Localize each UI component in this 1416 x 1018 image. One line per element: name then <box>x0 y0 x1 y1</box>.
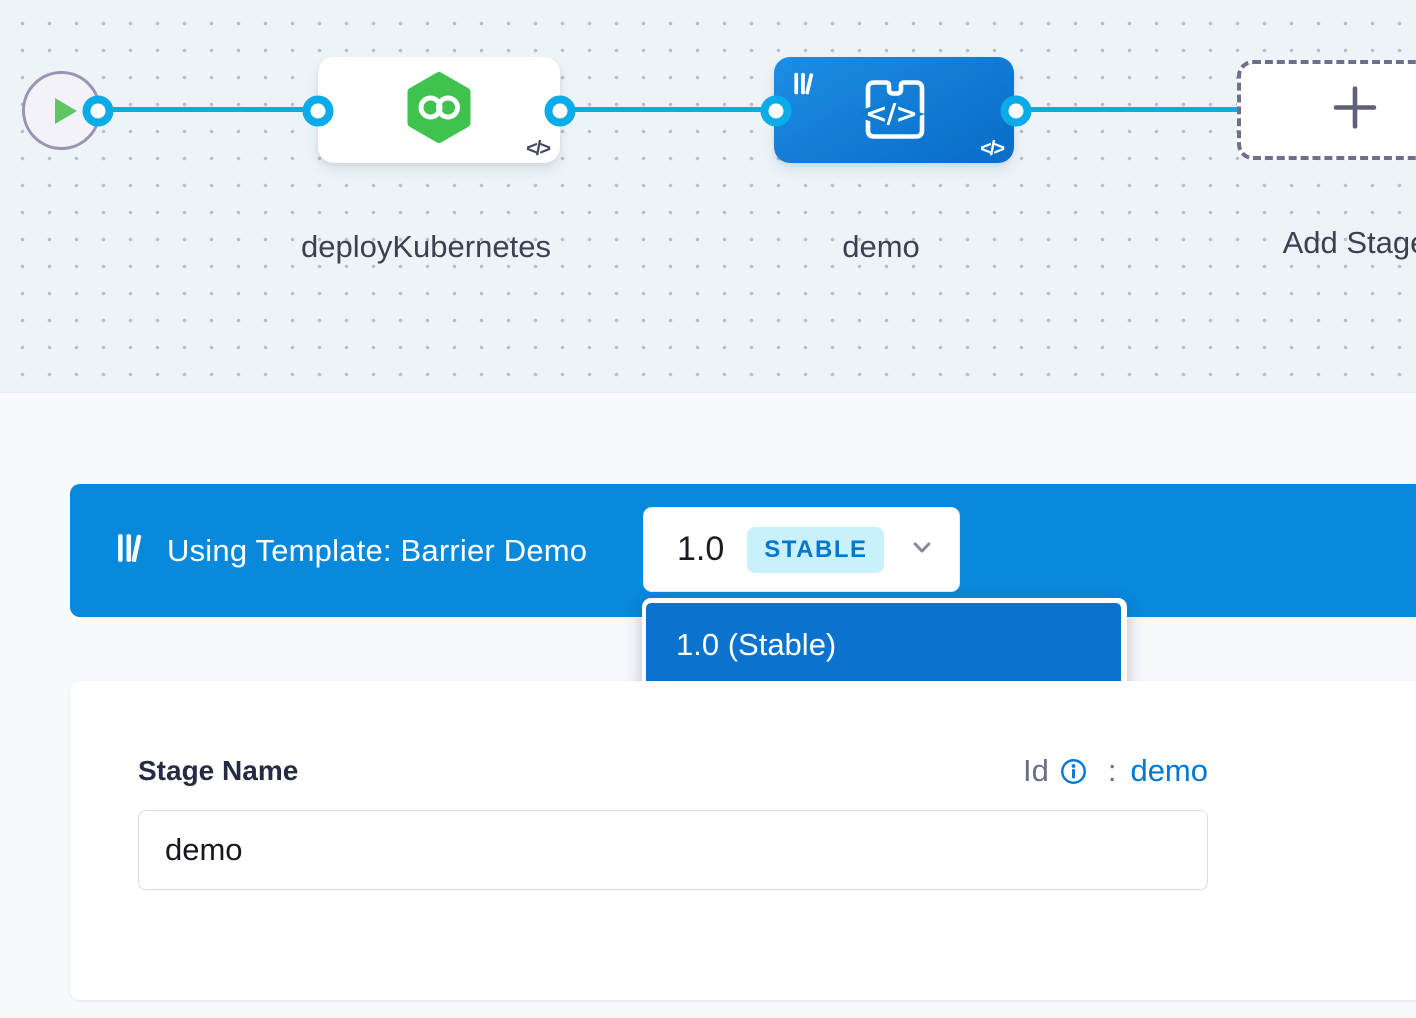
chevron-down-icon <box>907 532 937 567</box>
stage-label-add-stage: Add Stage <box>1282 225 1416 260</box>
harness-hexagon-infinity-icon <box>404 71 474 150</box>
link-line <box>1016 107 1240 112</box>
stage-name-input[interactable] <box>138 810 1208 890</box>
template-version-selector[interactable]: 1.0 STABLE <box>643 507 960 592</box>
pipeline-canvas[interactable]: </> </> </> <box>0 0 1416 393</box>
stage-label-demo: demo <box>842 229 920 264</box>
code-brackets-icon[interactable]: </> <box>526 138 551 160</box>
stage-id-row: Id : demo <box>1023 750 1208 792</box>
stage-id-value: demo <box>1130 753 1208 788</box>
stage-label-deploykubernetes: deployKubernetes <box>301 229 551 264</box>
node-connector[interactable] <box>82 95 114 126</box>
stage-node-demo[interactable]: </> </> <box>774 57 1014 163</box>
svg-text:</>: </> <box>865 99 917 130</box>
stage-name-label: Stage Name <box>138 755 299 786</box>
play-icon <box>55 98 77 124</box>
version-number: 1.0 <box>677 530 725 568</box>
stable-badge: STABLE <box>747 526 885 573</box>
link-line <box>560 107 776 112</box>
custom-stage-code-icon: </> <box>856 71 932 150</box>
node-connector[interactable] <box>544 95 576 126</box>
link-line <box>98 107 318 112</box>
node-connector[interactable] <box>760 95 792 126</box>
version-option-1-0-stable[interactable]: 1.0 (Stable) <box>646 603 1121 687</box>
template-library-icon <box>115 530 145 571</box>
node-connector[interactable] <box>302 95 334 126</box>
info-icon[interactable] <box>1059 757 1088 786</box>
id-label: Id <box>1022 753 1049 788</box>
id-colon: : <box>1107 753 1117 788</box>
code-brackets-icon[interactable]: </> <box>980 138 1005 160</box>
template-banner-text: Using Template: Barrier Demo <box>167 532 588 568</box>
stage-node-deploykubernetes[interactable]: </> <box>318 57 560 163</box>
node-connector[interactable] <box>1000 95 1032 126</box>
add-stage-button[interactable] <box>1237 60 1416 160</box>
template-library-icon <box>791 70 818 102</box>
plus-icon <box>1333 86 1377 134</box>
